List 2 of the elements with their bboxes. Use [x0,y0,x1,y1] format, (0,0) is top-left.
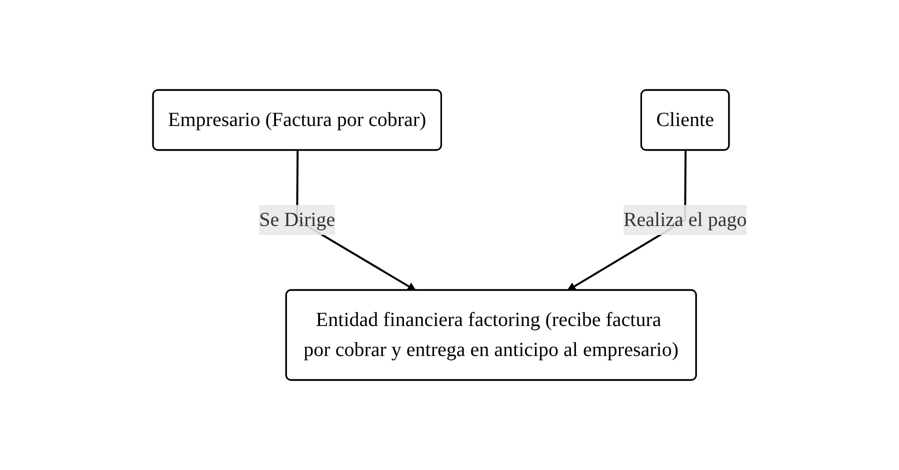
edge-label: Se Dirige [258,208,335,231]
edge-label: Realiza el pago [623,208,746,231]
